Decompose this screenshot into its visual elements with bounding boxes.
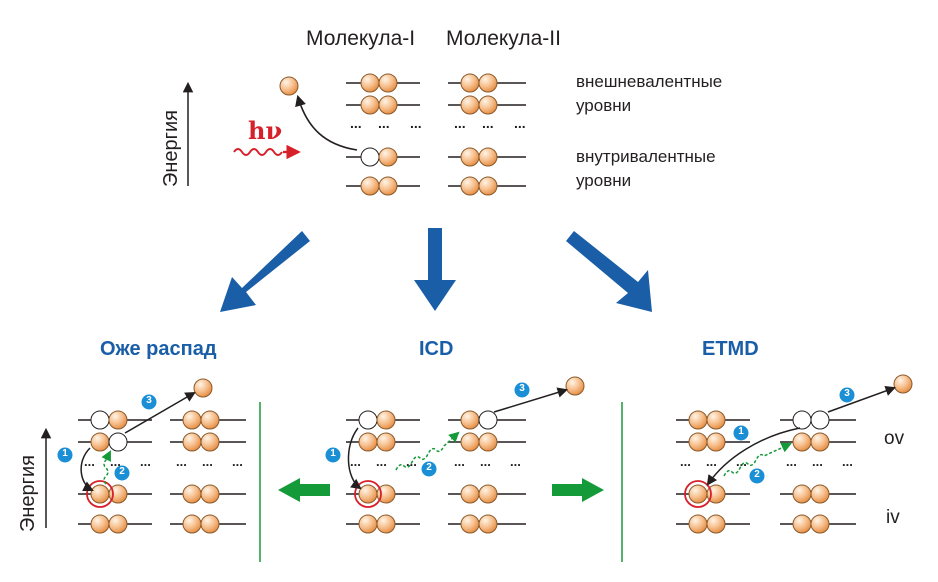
svg-text:...: ... — [786, 454, 797, 469]
arrow-to-auger — [220, 231, 310, 312]
icd-title: ICD — [419, 338, 454, 360]
side-arrow-left — [278, 478, 330, 502]
badge-auger-1 — [57, 447, 73, 463]
badge-icd-1 — [325, 447, 341, 463]
svg-text:...: ... — [350, 115, 362, 131]
badge-etmd-1 — [733, 425, 749, 441]
auger-vacancy-ring — [86, 480, 114, 508]
svg-text:...: ... — [454, 454, 465, 469]
svg-text:...: ... — [378, 115, 390, 131]
side-arrow-right — [552, 478, 604, 502]
side-arrows — [278, 478, 604, 502]
molecule-2-label: Молекула-II — [446, 27, 561, 50]
svg-text:...: ... — [480, 454, 491, 469]
svg-text:...: ... — [454, 115, 466, 131]
svg-text:...: ... — [84, 454, 95, 469]
svg-text:...: ... — [706, 454, 717, 469]
badge-number-etmd-3: 3 — [844, 387, 850, 399]
step-badges — [57, 382, 855, 484]
svg-text:...: ... — [510, 454, 521, 469]
svg-text:...: ... — [232, 454, 243, 469]
badge-icd-3 — [514, 382, 530, 398]
top-electrons — [279, 73, 498, 196]
auger-title: Оже распад — [100, 338, 217, 360]
etmd-vacancy-ring — [684, 480, 712, 508]
svg-text:...: ... — [202, 454, 213, 469]
outer-levels-label: внешневалентные уровни — [576, 72, 723, 115]
bottom-energy-label: Энергия — [17, 455, 39, 532]
etmd-title: ETMD — [702, 338, 759, 360]
process-arrows — [220, 228, 652, 312]
badge-number-auger-3: 3 — [146, 394, 152, 406]
svg-text:...: ... — [842, 454, 853, 469]
svg-text:...: ... — [514, 115, 526, 131]
badge-etmd-3 — [839, 387, 855, 403]
photon-wave — [233, 144, 301, 160]
svg-text:...: ... — [812, 454, 823, 469]
svg-text:...: ... — [140, 454, 151, 469]
inner-levels-label: внутривалентные уровни — [576, 147, 716, 190]
svg-text:...: ... — [110, 454, 121, 469]
svg-text:...: ... — [376, 454, 387, 469]
molecule-1-label: Молекула-I — [306, 27, 416, 50]
svg-text:...: ... — [680, 454, 691, 469]
badge-number-icd-2: 2 — [426, 461, 432, 473]
arrow-to-icd — [414, 228, 456, 311]
panel-dividers — [259, 402, 623, 562]
ejection-arrow — [295, 94, 358, 151]
icd-vacancy-ring — [354, 480, 382, 508]
icd-panel: ......... ......... — [346, 376, 585, 534]
top-level-ellipsis: ......... ......... — [350, 115, 526, 131]
iv-label: iv — [886, 507, 900, 528]
auger-panel: ......... ......... — [78, 378, 246, 534]
svg-text:...: ... — [736, 454, 747, 469]
badge-number-etmd-2: 2 — [754, 468, 760, 480]
badge-number-auger-2: 2 — [119, 465, 125, 477]
badge-etmd-2 — [749, 468, 765, 484]
badge-number-icd-1: 1 — [330, 447, 336, 459]
svg-text:...: ... — [410, 115, 422, 131]
badge-auger-2 — [114, 465, 130, 481]
badge-number-etmd-1: 1 — [738, 425, 744, 437]
ov-label: ov — [884, 428, 905, 449]
arrow-to-etmd — [566, 231, 652, 312]
svg-text:...: ... — [176, 454, 187, 469]
badge-number-icd-3: 3 — [519, 382, 525, 394]
etmd-panel: ......... ......... — [676, 374, 913, 534]
badge-number-auger-1: 1 — [62, 447, 68, 459]
svg-text:...: ... — [350, 454, 361, 469]
top-energy-label: Энергия — [160, 110, 182, 187]
svg-text:...: ... — [482, 115, 494, 131]
badge-auger-3 — [141, 394, 157, 410]
photon-label: hν — [248, 116, 283, 145]
badge-icd-2 — [421, 461, 437, 477]
